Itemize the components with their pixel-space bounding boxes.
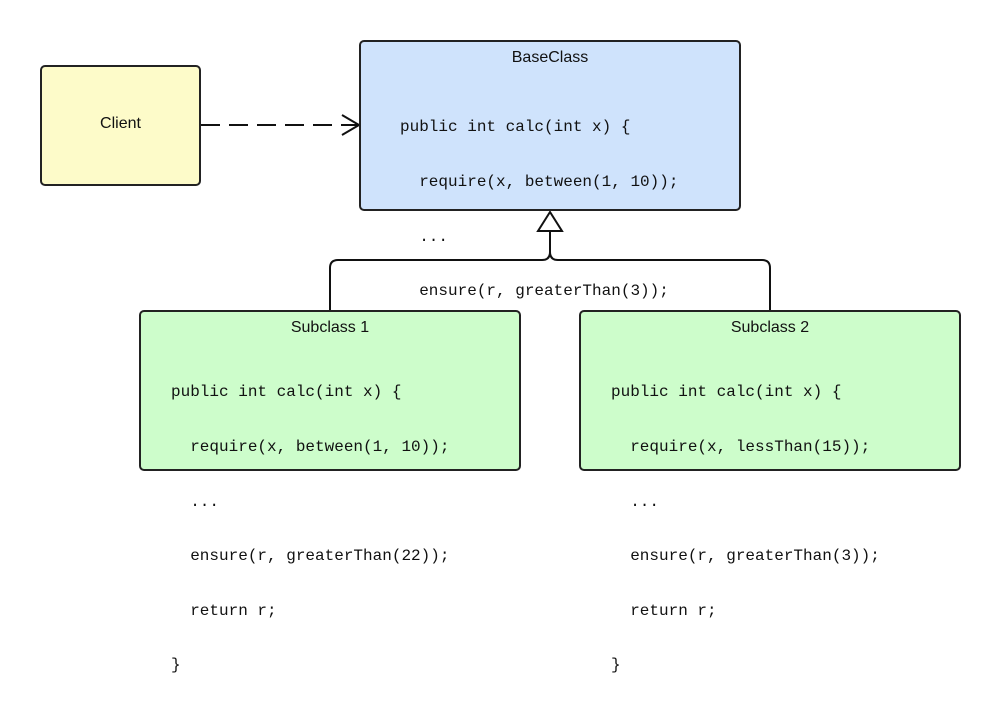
client-label: Client [100,115,141,132]
code-line: public int calc(int x) { [171,383,402,402]
client-box: Client [40,65,201,186]
code-line: public int calc(int x) { [400,118,631,137]
subclass-1-code: public int calc(int x) { require(x, betw… [171,347,449,711]
code-line: } [171,656,181,675]
code-line: ensure(r, greaterThan(22)); [171,547,450,566]
code-line: ensure(r, greaterThan(3)); [400,282,669,301]
connector-layer [201,114,771,310]
code-line: public int calc(int x) { [611,383,842,402]
subclass-2-box: Subclass 2 public int calc(int x) { requ… [579,310,961,674]
subclass-1-title: Subclass 1 [290,319,370,336]
subclass-1-box: Subclass 1 public int calc(int x) { requ… [139,310,521,674]
base-class-box: BaseClass public int calc(int x) { requi… [359,40,741,409]
code-line: } [611,656,621,675]
base-class-title: BaseClass [511,49,589,66]
inheritance-line-subclass-2 [549,251,771,310]
subclass-2-title: Subclass 2 [730,319,810,336]
code-line: return r; [611,601,717,620]
code-line: require(x, between(1, 10)); [400,173,679,191]
code-line: ... [400,227,449,246]
code-line: return r; [171,601,277,620]
subclass-2-code: public int calc(int x) { require(x, less… [611,347,880,711]
code-line: require(x, lessThan(15)); [611,438,871,456]
dependency-arrow [201,114,361,136]
code-line: require(x, between(1, 10)); [171,438,450,456]
inheritance-connector [329,210,771,310]
code-line: ... [171,492,220,511]
code-line: ensure(r, greaterThan(3)); [611,547,880,566]
code-line: ... [611,492,660,511]
